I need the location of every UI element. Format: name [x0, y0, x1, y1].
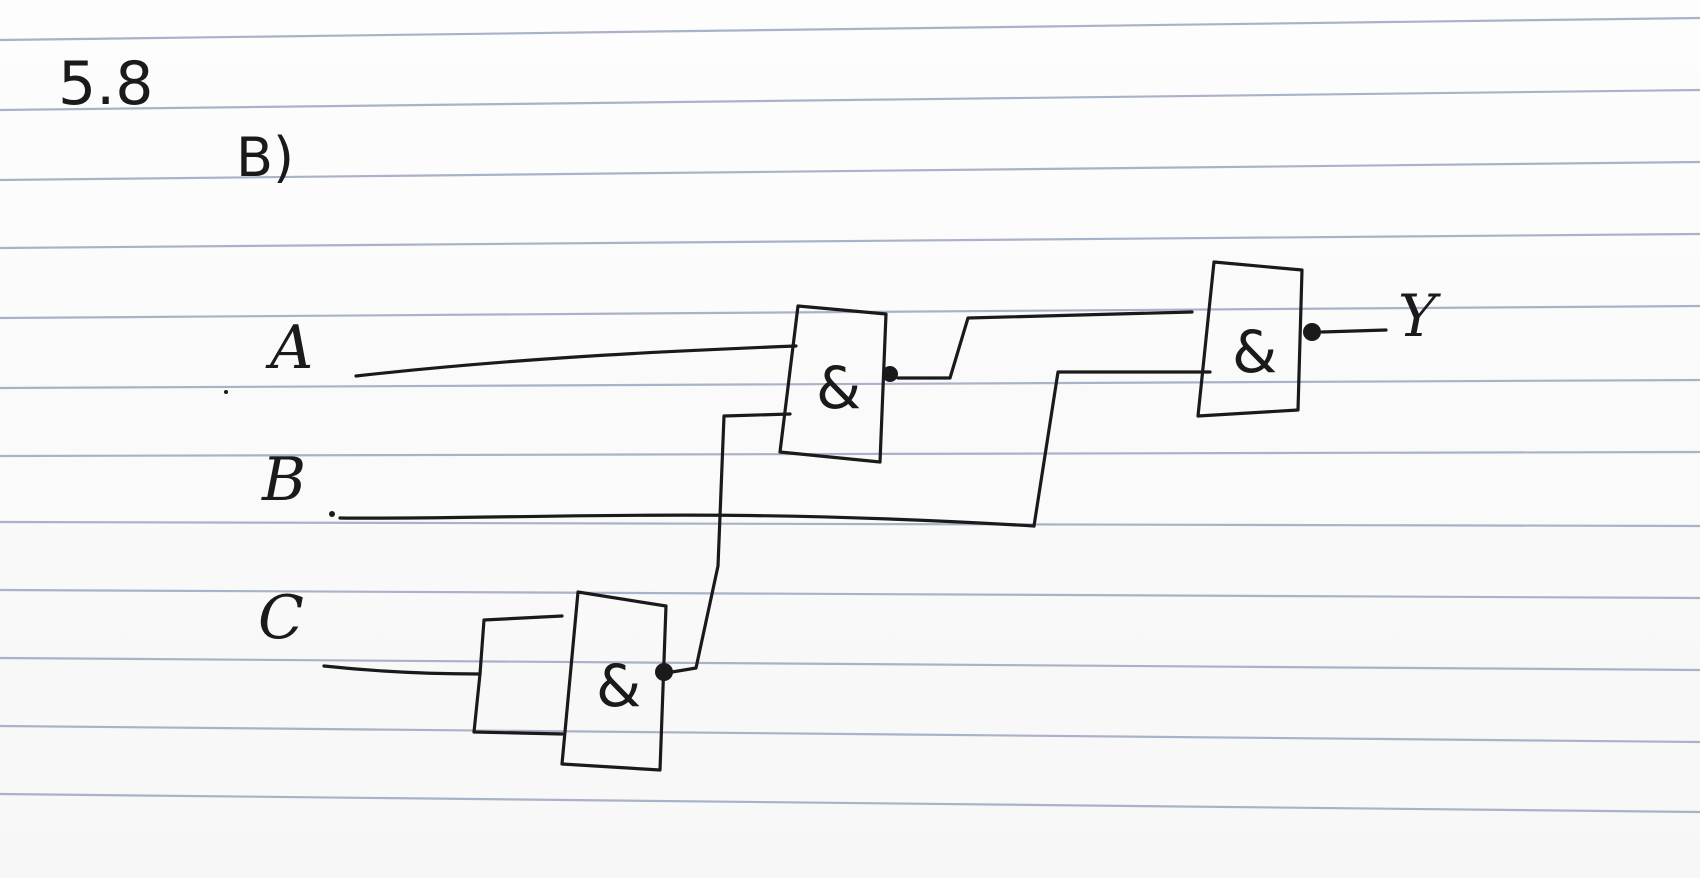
gate-symbol: &	[1232, 318, 1277, 386]
ink-dot	[329, 511, 335, 517]
nand-gate-1: &	[778, 304, 898, 464]
wire-a	[354, 344, 798, 378]
inverter-bubble	[655, 663, 673, 681]
gate-body	[1196, 260, 1304, 418]
wire-gate1-to-gate2	[896, 310, 1194, 380]
input-label-a: A	[265, 313, 313, 383]
ink-dot	[224, 390, 228, 394]
ruled-line	[0, 520, 1700, 528]
exercise-number: 5.8	[58, 49, 153, 119]
part-label: B)	[236, 126, 294, 189]
ruled-line	[0, 450, 1700, 458]
ruled-line	[0, 656, 1700, 672]
wire-c-lower	[472, 672, 564, 736]
gate-body	[560, 590, 668, 772]
gate-symbol: &	[816, 354, 861, 422]
wire-b-riser	[1032, 370, 1212, 528]
wire-c-upper	[478, 614, 564, 676]
ruled-line	[0, 724, 1700, 744]
inverter-bubble	[1303, 323, 1321, 341]
wire-c	[322, 664, 482, 676]
input-label-c: C	[258, 583, 304, 653]
wires	[224, 310, 1388, 736]
ruled-line	[0, 792, 1700, 814]
wire-b	[338, 513, 1036, 528]
ruled-line	[0, 232, 1700, 250]
nand-gate-3: &	[560, 590, 673, 772]
gate-body	[778, 304, 888, 464]
input-label-b: B	[261, 445, 306, 515]
ruled-line	[0, 160, 1700, 182]
nand-gate-2: &	[1196, 260, 1321, 418]
ruled-line	[0, 16, 1700, 42]
ruled-line	[0, 378, 1700, 390]
ruled-line	[0, 588, 1700, 600]
ruled-line	[0, 88, 1700, 112]
output-label-y: Y	[1398, 282, 1441, 350]
gate-symbol: &	[596, 652, 641, 720]
wire-output-y	[1320, 328, 1388, 334]
wire-gate3-to-gate1	[670, 412, 792, 674]
inverter-bubble	[882, 366, 898, 382]
